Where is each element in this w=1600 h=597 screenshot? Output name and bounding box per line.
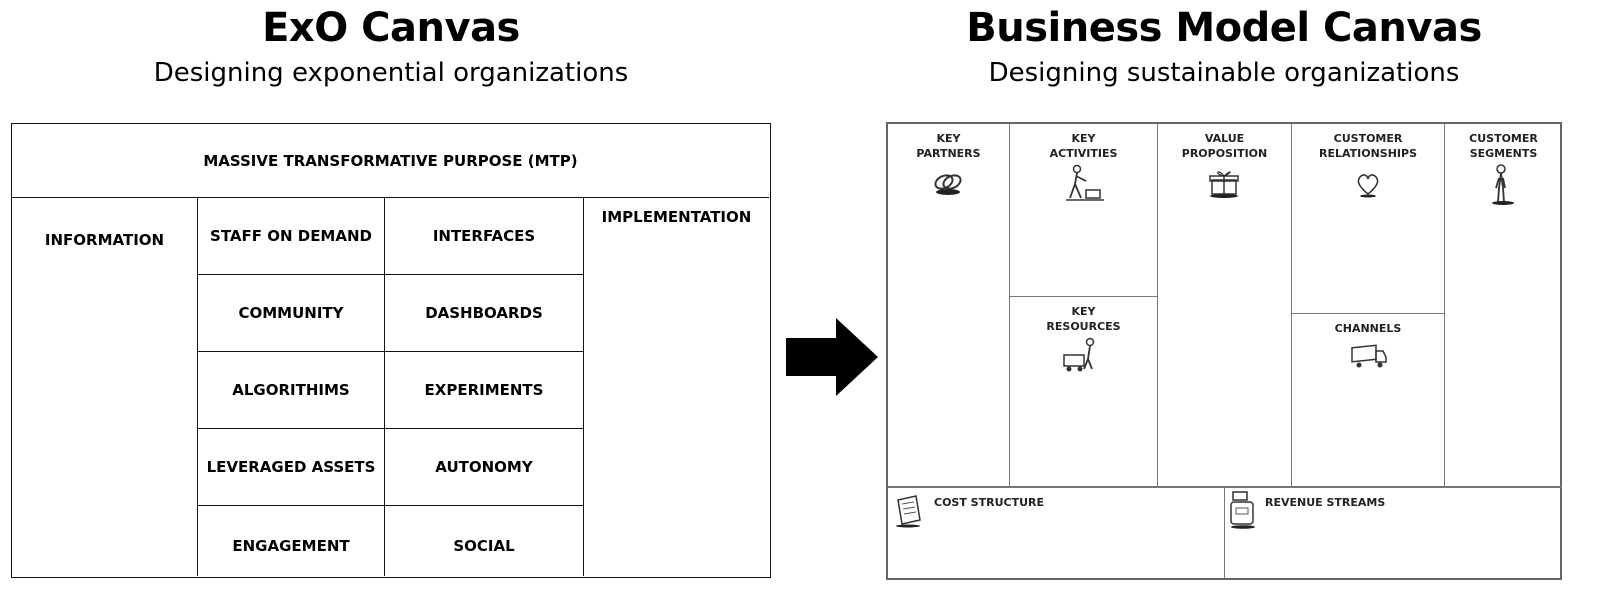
exo-mtp-cell: MASSIVE TRANSFORMATIVE PURPOSE (MTP) xyxy=(12,124,769,198)
exo-scale-label: STAFF ON DEMAND xyxy=(210,227,372,245)
exo-implementation-cell: IMPLEMENTATION xyxy=(583,198,769,576)
exo-canvas: MASSIVE TRANSFORMATIVE PURPOSE (MTP) INF… xyxy=(11,123,771,578)
bmc-channels: CHANNELS xyxy=(1292,314,1445,488)
exo-idea-cell: SOCIAL xyxy=(385,506,583,576)
exo-scale-label: ENGAGEMENT xyxy=(232,537,350,555)
right-arrow-icon xyxy=(786,318,878,396)
exo-information-cell: INFORMATION xyxy=(12,198,198,576)
exo-idea-label: AUTONOMY xyxy=(435,458,533,476)
exo-scale-cell: COMMUNITY xyxy=(198,275,385,352)
exo-implementation-label: IMPLEMENTATION xyxy=(601,208,752,226)
exo-scale-label: LEVERAGED ASSETS xyxy=(206,458,376,476)
exo-idea-label: DASHBOARDS xyxy=(425,304,543,322)
exo-idea-cell: AUTONOMY xyxy=(385,429,583,506)
exo-title: ExO Canvas xyxy=(262,5,520,51)
exo-scale-label: ALGORITHIMS xyxy=(232,381,350,399)
cart-worker-icon xyxy=(1063,337,1095,372)
exo-subtitle: Designing exponential organizations xyxy=(153,58,629,88)
exo-idea-cell: EXPERIMENTS xyxy=(385,352,583,429)
bmc-revenue-streams: REVENUE STREAMS xyxy=(1225,488,1562,578)
bmc-cost-structure: COST STRUCTURE xyxy=(888,488,1225,578)
exo-information-label: INFORMATION xyxy=(44,231,165,249)
exo-idea-cell: INTERFACES xyxy=(385,198,583,275)
exo-idea-label: INTERFACES xyxy=(432,227,536,245)
exo-scale-cell: LEVERAGED ASSETS xyxy=(198,429,385,506)
exo-scale-label: COMMUNITY xyxy=(238,304,344,322)
exo-scale-cell: ALGORITHIMS xyxy=(198,352,385,429)
exo-mtp-label: MASSIVE TRANSFORMATIVE PURPOSE (MTP) xyxy=(203,151,578,170)
bmc-channels-label: CHANNELS xyxy=(1334,322,1402,335)
bmc-subtitle: Designing sustainable organizations xyxy=(988,58,1460,88)
price-tag-icon xyxy=(896,495,921,528)
exo-scale-cell: STAFF ON DEMAND xyxy=(198,198,385,275)
worker-icon xyxy=(1066,164,1104,201)
exo-idea-cell: DASHBOARDS xyxy=(385,275,583,352)
bmc-revenue-streams-label: REVENUE STREAMS xyxy=(1265,496,1386,509)
bmc-cost-structure-label: COST STRUCTURE xyxy=(934,496,1044,509)
bmc-title: Business Model Canvas xyxy=(966,5,1482,51)
gift-box-icon xyxy=(1209,171,1239,198)
exo-scale-cell: ENGAGEMENT xyxy=(198,506,385,576)
person-icon xyxy=(1492,164,1514,205)
exo-idea-label: EXPERIMENTS xyxy=(424,381,544,399)
money-bag-icon xyxy=(1230,491,1255,529)
exo-idea-label: SOCIAL xyxy=(453,537,515,555)
delivery-truck-icon xyxy=(1351,344,1387,368)
heart-icon xyxy=(1357,174,1379,198)
chain-link-icon xyxy=(934,174,962,195)
